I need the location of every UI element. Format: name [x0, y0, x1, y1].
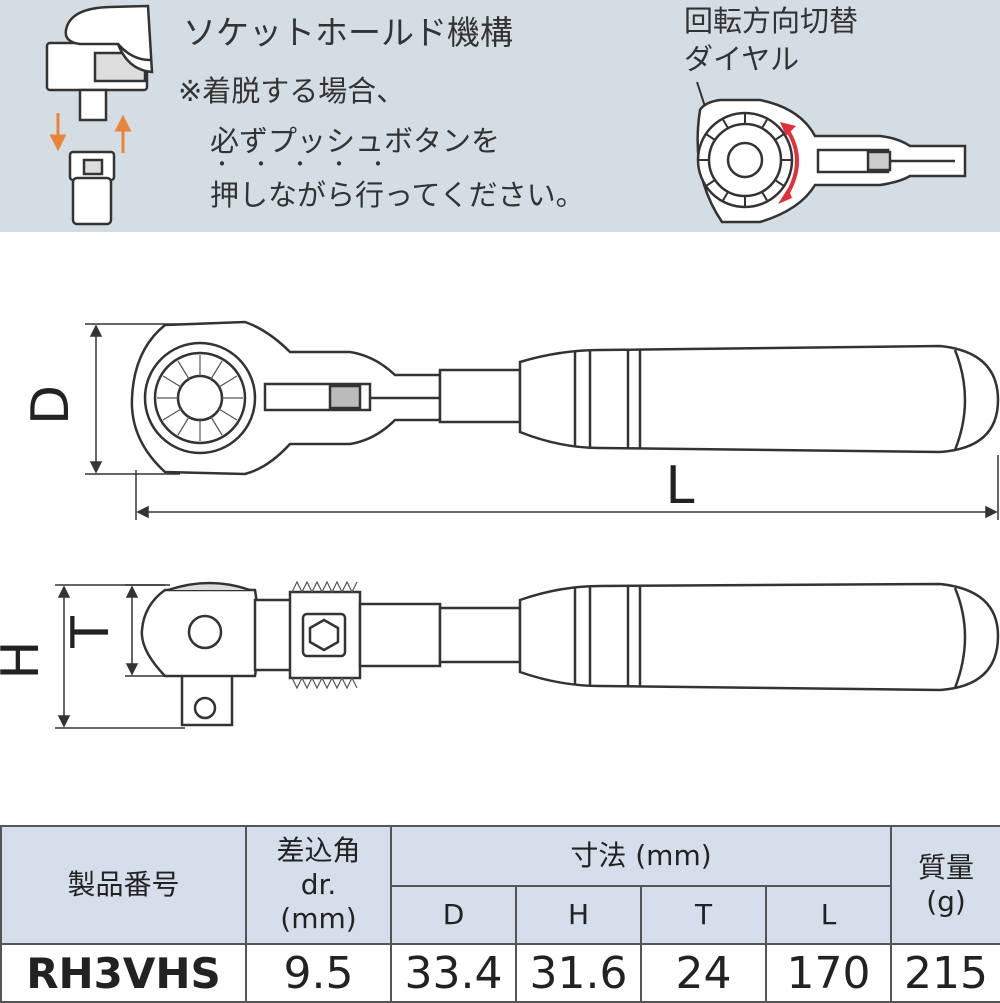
ratchet-top-view — [130, 320, 1000, 476]
ratchet-side-view — [140, 581, 1000, 727]
note-line-1: ※着脱する場合、 — [178, 74, 406, 108]
dim-label-T: T — [61, 616, 121, 649]
dimension-T — [125, 584, 165, 677]
dial-knurl — [291, 580, 358, 690]
header-T: T — [640, 885, 767, 945]
note-line-2: 必ずプッシュボタンを — [210, 124, 501, 158]
emphasis-dots: ・・・・・ — [212, 152, 407, 176]
dim-label-H: H — [0, 640, 51, 679]
dim-label-L: L — [666, 456, 695, 516]
header-H: H — [515, 885, 642, 945]
note-line-3: 押しながら行ってください。 — [210, 178, 585, 212]
cell-drive: 9.5 — [245, 943, 392, 1003]
cell-H: 31.6 — [515, 943, 642, 1003]
dial-label-line-2: ダイヤル — [684, 42, 800, 76]
dimension-L — [135, 455, 999, 520]
table-row: RH3VHS 9.5 33.4 31.6 24 170 215 — [0, 943, 1000, 1003]
cell-model: RH3VHS — [0, 943, 247, 1003]
dimension-D — [85, 323, 180, 475]
cell-T: 24 — [640, 943, 767, 1003]
dim-label-D: D — [21, 385, 81, 425]
cell-L: 170 — [765, 943, 892, 1003]
header-D: D — [390, 885, 517, 945]
cell-weight: 215 — [890, 943, 1000, 1003]
ratchet-gear-teeth — [157, 355, 243, 441]
info-band: ソケットホールド機構 ※着脱する場合、 必ずプッシュボタンを ・・・・・ 押しな… — [0, 0, 1000, 232]
header-weight: 質量(g) — [890, 825, 1000, 945]
dial-illustration — [696, 81, 967, 224]
socket-hold-illustration — [45, 4, 154, 226]
header-dimensions: 寸法 (mm) — [390, 825, 892, 887]
ratchet-technical-drawing: D L H T — [0, 320, 1000, 729]
dial-label-line-1: 回転方向切替 — [684, 4, 859, 38]
header-L: L — [765, 885, 892, 945]
cell-D: 33.4 — [390, 943, 517, 1003]
socket-hold-title: ソケットホールド機構 — [183, 13, 513, 52]
header-model: 製品番号 — [0, 825, 247, 945]
